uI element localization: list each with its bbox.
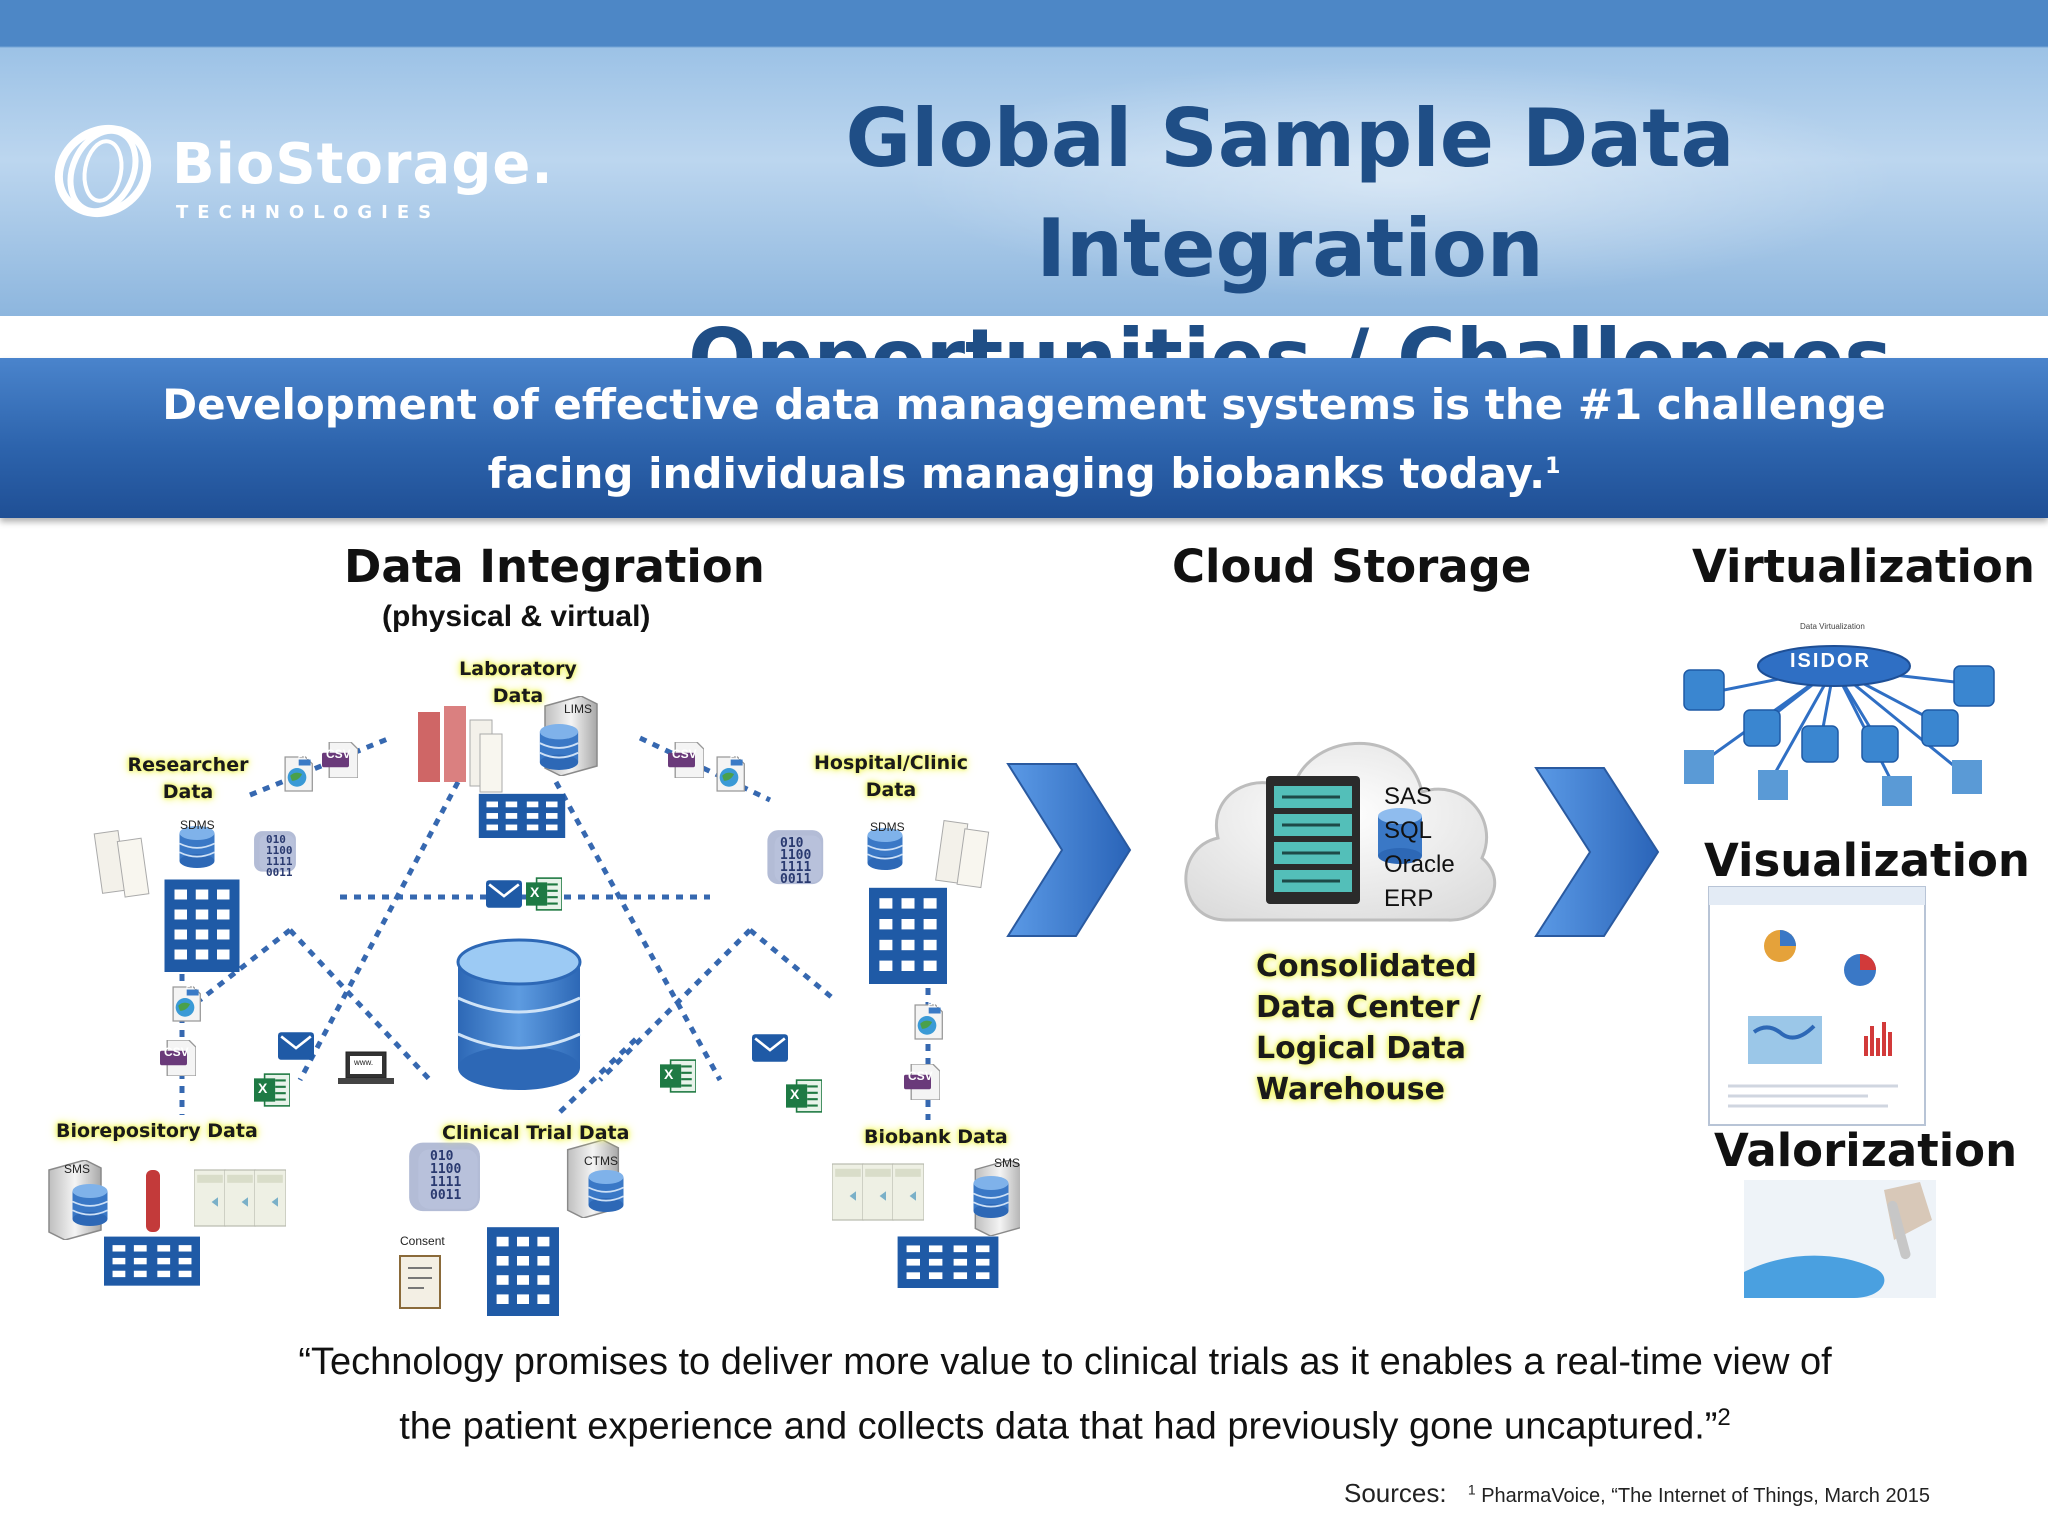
header-band <box>0 0 2048 316</box>
csv-badge: CSV <box>326 747 351 761</box>
data-virtualization-header: Data Virtualization <box>1800 622 1865 631</box>
biobank-label: Biobank Data <box>864 1126 1008 1148</box>
headline-banner <box>0 358 2048 518</box>
logo-name: BioStorage. <box>172 132 554 197</box>
quote-line-2: the patient experience and collects data… <box>399 1405 1718 1448</box>
ftp-badge: FTP <box>928 1002 942 1009</box>
central-database-icon <box>456 938 582 1090</box>
server-rack-icon <box>1266 776 1360 904</box>
biobank-sms-label: SMS <box>994 1156 1021 1170</box>
chevron-right-icon <box>1534 767 1660 937</box>
excel-icon: X <box>664 1066 674 1082</box>
banner-line-1: Development of effective data management… <box>162 380 1886 429</box>
excel-icon: X <box>258 1080 268 1096</box>
hospital-label: Hospital/Clinic Data <box>813 752 968 801</box>
hospital-clinic-node <box>767 820 990 984</box>
ftp-badge: FTP <box>298 754 312 761</box>
lims-label: LIMS <box>564 702 593 716</box>
ftp-badge: FTP <box>186 984 200 991</box>
laptop-icon <box>338 1051 394 1084</box>
data-integration-title: Data Integration <box>344 540 765 593</box>
biobank-node <box>832 1160 1020 1288</box>
clinical-trial-label: Clinical Trial Data <box>442 1122 630 1144</box>
ftp-badge: FTP <box>730 754 744 761</box>
quote-block: “Technology promises to deliver more val… <box>150 1334 1980 1455</box>
consolidated-data-center-label: Consolidated Data Center / Logical Data … <box>1256 949 1481 1107</box>
cloud-item-oracle: Oracle <box>1384 851 1455 878</box>
excel-icon: X <box>530 884 540 900</box>
chevron-right-icon <box>1006 763 1132 937</box>
researcher-node <box>93 826 296 972</box>
biostorage-logo: BioStorage. TECHNOLOGIES <box>48 116 553 266</box>
data-integration-subtitle: (physical & virtual) <box>382 600 651 633</box>
banner-footnote: 1 <box>1545 454 1561 479</box>
sources-label: Sources: <box>1344 1478 1447 1508</box>
biorepository-label: Biorepository Data <box>56 1120 258 1142</box>
clinical-trial-node <box>399 1140 625 1316</box>
hospital-sdms-label: SDMS <box>870 820 905 834</box>
virtualization-network-graphic <box>1683 645 1995 806</box>
isidor-label: ISIDOR <box>1790 650 1871 672</box>
header-glow <box>900 60 1900 300</box>
valorization-photo <box>1744 1180 1936 1298</box>
csv-badge: CSV <box>908 1069 933 1083</box>
network-connectors <box>179 735 931 1120</box>
sources-line: Sources: 1 PharmaVoice, “The Internet of… <box>1344 1478 1930 1509</box>
file-format-icons <box>160 742 943 1113</box>
logo-swirl-icon <box>54 124 152 218</box>
quote-footnote: 2 <box>1717 1404 1731 1431</box>
logo-tagline: TECHNOLOGIES <box>176 202 441 223</box>
cloud-storage-title: Cloud Storage <box>1172 540 1532 593</box>
consent-label: Consent <box>400 1234 445 1248</box>
cloud-database-icon <box>1378 808 1422 864</box>
cloud-item-sas: SAS <box>1384 783 1433 810</box>
visualization-title: Visualization <box>1704 834 2030 887</box>
cloud-systems-list: SAS SQL Oracle ERP <box>1384 780 1455 916</box>
virtualization-title: Virtualization <box>1692 540 2035 593</box>
banner-text: Development of effective data management… <box>100 374 1948 505</box>
researcher-sdms-label: SDMS <box>180 818 215 832</box>
biorepository-sms-label: SMS <box>64 1162 91 1176</box>
laboratory-label: Laboratory Data <box>459 658 577 707</box>
cloud-item-erp: ERP <box>1384 885 1434 912</box>
quote-line-1: “Technology promises to deliver more val… <box>298 1341 1832 1383</box>
laptop-www-label: www. <box>354 1058 374 1067</box>
banner-line-2: facing individuals managing biobanks tod… <box>487 449 1546 498</box>
laboratory-node <box>418 696 598 838</box>
data-integration-diagram <box>48 696 1020 1316</box>
csv-badge: CSV <box>672 747 697 761</box>
cloud-item-sql: SQL <box>1384 817 1433 844</box>
visualization-dashboard-graphic <box>1708 886 1926 1126</box>
cloud-icon <box>1184 742 1497 922</box>
valorization-title: Valorization <box>1714 1124 2018 1177</box>
biorepository-node <box>48 1160 286 1286</box>
source-number: 1 <box>1467 1481 1476 1498</box>
researcher-label: Researcher Data <box>127 754 249 803</box>
ctms-label: CTMS <box>584 1154 618 1168</box>
excel-icon: X <box>790 1086 800 1102</box>
csv-badge: CSV <box>164 1045 189 1059</box>
title-line-1: Global Sample Data Integration <box>845 92 1735 295</box>
source-text: PharmaVoice, “The Internet of Things, Ma… <box>1481 1485 1930 1507</box>
